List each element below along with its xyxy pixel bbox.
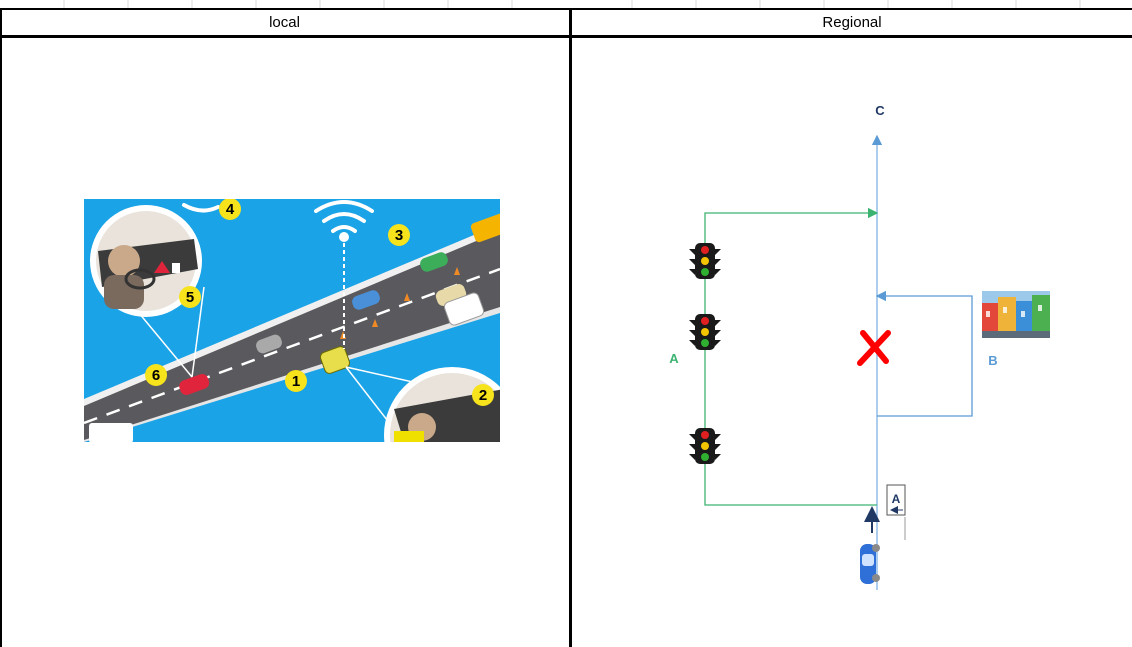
- car-gray: [256, 334, 282, 354]
- table-header-row: local Regional: [0, 8, 1132, 38]
- blocked-cross-icon: [857, 330, 891, 366]
- route-b-line: [875, 290, 973, 417]
- header-local: local: [269, 14, 300, 31]
- houses-picture: [982, 291, 1050, 338]
- callout-5: 5: [186, 289, 194, 306]
- car-red: [179, 373, 210, 395]
- connected-highway-illustration: 1 2 3 4 5 6: [84, 199, 500, 442]
- bus-yellow: [470, 211, 500, 243]
- callout-6: 6: [152, 367, 160, 384]
- wifi-icon: [314, 200, 374, 233]
- header-regional: Regional: [822, 14, 882, 31]
- route-a-line: [704, 207, 879, 506]
- traffic-light-icon: [689, 314, 721, 350]
- table-left-border: [0, 8, 2, 647]
- car-blue: [352, 290, 380, 310]
- driver-magnifier-circle-2: [345, 366, 500, 442]
- label-c: C: [875, 103, 885, 118]
- label-b: B: [988, 353, 997, 368]
- driver-magnifier-circle: [90, 205, 205, 378]
- callout-2: 2: [479, 387, 487, 404]
- regional-routing-diagram: A C A B: [669, 103, 1050, 590]
- top-gridlines: [63, 0, 1081, 8]
- traffic-light-icon: [689, 243, 721, 279]
- car-icon: [860, 544, 880, 584]
- van-white: [443, 292, 485, 326]
- column-divider: [569, 8, 572, 647]
- traffic-light-icon: [689, 428, 721, 464]
- callout-3: 3: [395, 227, 403, 244]
- car-yellow-ego: [319, 346, 351, 374]
- callout-1: 1: [292, 373, 300, 390]
- truck-white: [89, 423, 133, 442]
- label-a: A: [669, 351, 679, 366]
- car-green: [420, 252, 448, 272]
- sign-a-label: A: [892, 492, 901, 506]
- callout-4: 4: [226, 201, 235, 218]
